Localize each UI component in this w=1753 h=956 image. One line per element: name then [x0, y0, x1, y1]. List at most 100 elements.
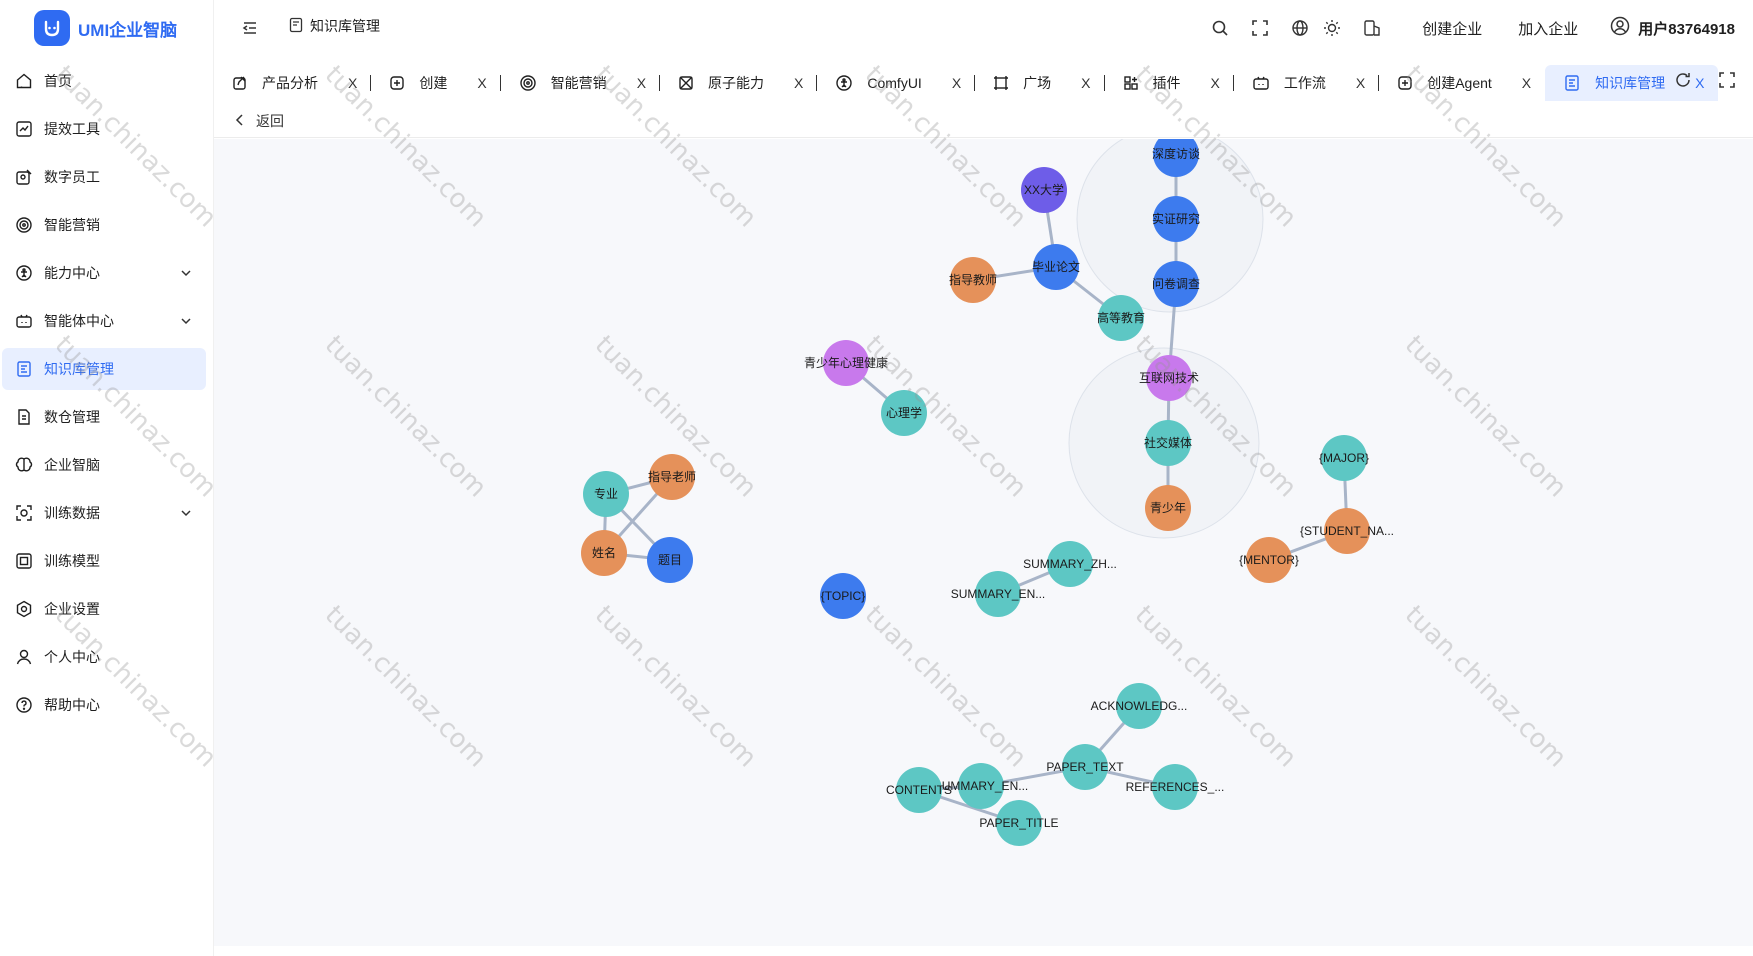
graph-node[interactable]: 青少年心理健康: [804, 340, 888, 386]
fullscreen-icon[interactable]: [1250, 18, 1270, 38]
expand-icon[interactable]: [1717, 70, 1737, 90]
graph-node-circle[interactable]: [896, 767, 942, 813]
graph-node-circle[interactable]: [881, 390, 927, 436]
close-icon[interactable]: X: [636, 75, 647, 91]
close-icon[interactable]: X: [951, 75, 962, 91]
graph-node[interactable]: SUMMARY_EN...: [951, 571, 1045, 617]
graph-node[interactable]: PAPER_TITLE: [979, 800, 1059, 846]
graph-node[interactable]: SUMMARY_ZH...: [1023, 541, 1117, 587]
graph-node-circle[interactable]: [1324, 508, 1370, 554]
graph-node[interactable]: 姓名: [581, 530, 627, 576]
tab-9[interactable]: 知识库管理 X: [1545, 65, 1719, 101]
sidebar-item-0[interactable]: 首页: [2, 60, 206, 102]
graph-node[interactable]: PAPER_TEXT: [1046, 744, 1124, 790]
chevron-down-icon[interactable]: [178, 313, 194, 329]
graph-node-circle[interactable]: [1246, 537, 1292, 583]
globe-icon[interactable]: [1290, 18, 1310, 38]
graph-node-circle[interactable]: [1153, 139, 1199, 177]
refresh-icon[interactable]: [1673, 70, 1693, 90]
create-enterprise-link[interactable]: 创建企业: [1422, 20, 1483, 38]
sidebar-item-2[interactable]: 数字员工: [2, 156, 206, 198]
chevron-left-icon[interactable]: [234, 113, 246, 129]
tab-5[interactable]: 广场 X: [975, 65, 1105, 101]
close-icon[interactable]: X: [1521, 75, 1532, 91]
tab-6[interactable]: 插件 X: [1105, 65, 1234, 101]
close-icon[interactable]: X: [1081, 75, 1091, 91]
sidebar-item-3[interactable]: 智能营销: [2, 204, 206, 246]
graph-node[interactable]: 指导老师: [648, 454, 696, 500]
graph-node[interactable]: ACKNOWLEDG...: [1091, 683, 1188, 729]
graph-node[interactable]: 青少年: [1145, 485, 1191, 531]
close-icon[interactable]: X: [1695, 75, 1705, 91]
join-enterprise-link[interactable]: 加入企业: [1518, 20, 1579, 38]
graph-node[interactable]: {STUDENT_NA...: [1300, 508, 1394, 554]
graph-node[interactable]: 问卷调查: [1152, 261, 1200, 307]
graph-node[interactable]: CONTENTS: [886, 767, 952, 813]
collapse-sidebar-icon[interactable]: [240, 18, 260, 38]
graph-node-circle[interactable]: [823, 340, 869, 386]
graph-node[interactable]: SUMMARY_EN...: [934, 763, 1028, 809]
layout-icon[interactable]: [1362, 18, 1382, 38]
close-icon[interactable]: X: [1355, 75, 1366, 91]
search-icon[interactable]: [1210, 18, 1230, 38]
graph-node-circle[interactable]: [1033, 244, 1079, 290]
graph-node-circle[interactable]: [820, 573, 866, 619]
sidebar-item-8[interactable]: 企业智脑: [2, 444, 206, 486]
close-icon[interactable]: X: [794, 75, 804, 91]
graph-node-circle[interactable]: [581, 530, 627, 576]
graph-node-circle[interactable]: [583, 471, 629, 517]
graph-node-circle[interactable]: [1153, 261, 1199, 307]
chevron-down-icon[interactable]: [178, 505, 194, 521]
graph-node-circle[interactable]: [1321, 435, 1367, 481]
tab-1[interactable]: 创建 X: [371, 65, 501, 101]
graph-node-circle[interactable]: [975, 571, 1021, 617]
graph-node[interactable]: 社交媒体: [1144, 420, 1192, 466]
sidebar-item-6[interactable]: 知识库管理: [2, 348, 206, 390]
graph-node-circle[interactable]: [996, 800, 1042, 846]
graph-node[interactable]: 实证研究: [1152, 196, 1200, 242]
graph-node-circle[interactable]: [1152, 764, 1198, 810]
graph-node-circle[interactable]: [1062, 744, 1108, 790]
sidebar-item-10[interactable]: 训练模型: [2, 540, 206, 582]
graph-node[interactable]: 互联网技术: [1139, 355, 1199, 401]
graph-node-circle[interactable]: [1047, 541, 1093, 587]
graph-node-circle[interactable]: [958, 763, 1004, 809]
graph-node[interactable]: 高等教育: [1097, 295, 1145, 341]
graph-node-circle[interactable]: [1146, 355, 1192, 401]
graph-node[interactable]: 心理学: [881, 390, 927, 436]
sidebar-item-4[interactable]: 能力中心: [2, 252, 206, 294]
close-icon[interactable]: X: [348, 75, 358, 91]
graph-node[interactable]: {MENTOR}: [1239, 537, 1299, 583]
graph-node-circle[interactable]: [1145, 420, 1191, 466]
graph-node[interactable]: 题目: [647, 537, 693, 583]
app-logo[interactable]: UMI企业智脑: [34, 10, 177, 46]
sidebar-item-1[interactable]: 提效工具: [2, 108, 206, 150]
graph-node[interactable]: 深度访谈: [1152, 139, 1200, 177]
sidebar-item-13[interactable]: 帮助中心: [2, 684, 206, 726]
sidebar-item-7[interactable]: 数仓管理: [2, 396, 206, 438]
graph-node-circle[interactable]: [1021, 167, 1067, 213]
graph-node-circle[interactable]: [647, 537, 693, 583]
sidebar-item-5[interactable]: 智能体中心: [2, 300, 206, 342]
knowledge-graph[interactable]: 深度访谈实证研究问卷调查XX大学毕业论文指导教师高等教育互联网技术社交媒体青少年…: [214, 139, 1753, 946]
tab-2[interactable]: 智能营销 X: [501, 65, 661, 101]
tab-4[interactable]: ComfyUI X: [817, 65, 976, 101]
graph-node[interactable]: 专业: [583, 471, 629, 517]
sidebar-item-12[interactable]: 个人中心: [2, 636, 206, 678]
graph-node-circle[interactable]: [1145, 485, 1191, 531]
theme-sun-icon[interactable]: [1322, 18, 1342, 38]
graph-node-circle[interactable]: [1116, 683, 1162, 729]
graph-node[interactable]: {TOPIC}: [820, 573, 866, 619]
graph-node[interactable]: 毕业论文: [1032, 244, 1080, 290]
user-menu[interactable]: 用户83764918: [1610, 16, 1735, 40]
graph-node[interactable]: XX大学: [1021, 167, 1067, 213]
graph-node[interactable]: {MAJOR}: [1319, 435, 1369, 481]
back-link[interactable]: 返回: [256, 112, 284, 129]
graph-node[interactable]: 指导教师: [949, 257, 997, 303]
graph-node-circle[interactable]: [950, 257, 996, 303]
close-icon[interactable]: X: [477, 75, 487, 91]
graph-node-circle[interactable]: [649, 454, 695, 500]
tab-0[interactable]: 产品分析 X: [214, 65, 372, 101]
graph-node-circle[interactable]: [1098, 295, 1144, 341]
